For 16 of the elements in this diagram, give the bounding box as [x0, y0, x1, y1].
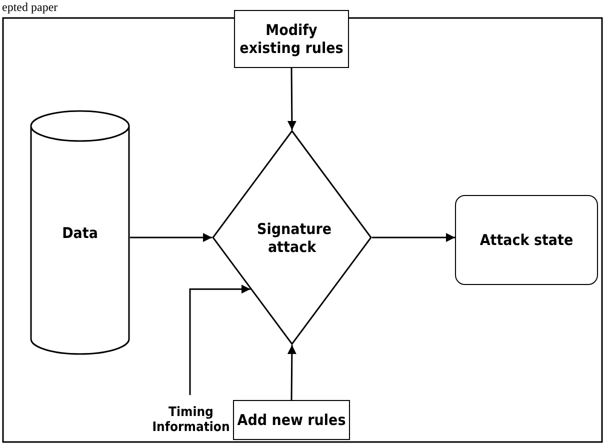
decision-diamond: [212, 130, 372, 345]
arrow: [287, 345, 296, 400]
node-label: Modify existing rules: [238, 21, 344, 57]
node-label: Attack state: [480, 231, 574, 249]
arrow: [287, 68, 296, 130]
timing-label: Timing Information: [151, 405, 231, 435]
node-label: Add new rules: [237, 411, 346, 429]
state-box: [455, 195, 598, 285]
node-label: Data: [62, 224, 98, 242]
process-box: [234, 10, 349, 68]
page-fragment-text: epted paper: [2, 0, 58, 15]
database-cylinder: [30, 110, 130, 355]
arrow: [189, 284, 250, 395]
arrow: [372, 233, 455, 242]
arrow: [130, 233, 212, 242]
process-box: [233, 400, 350, 440]
